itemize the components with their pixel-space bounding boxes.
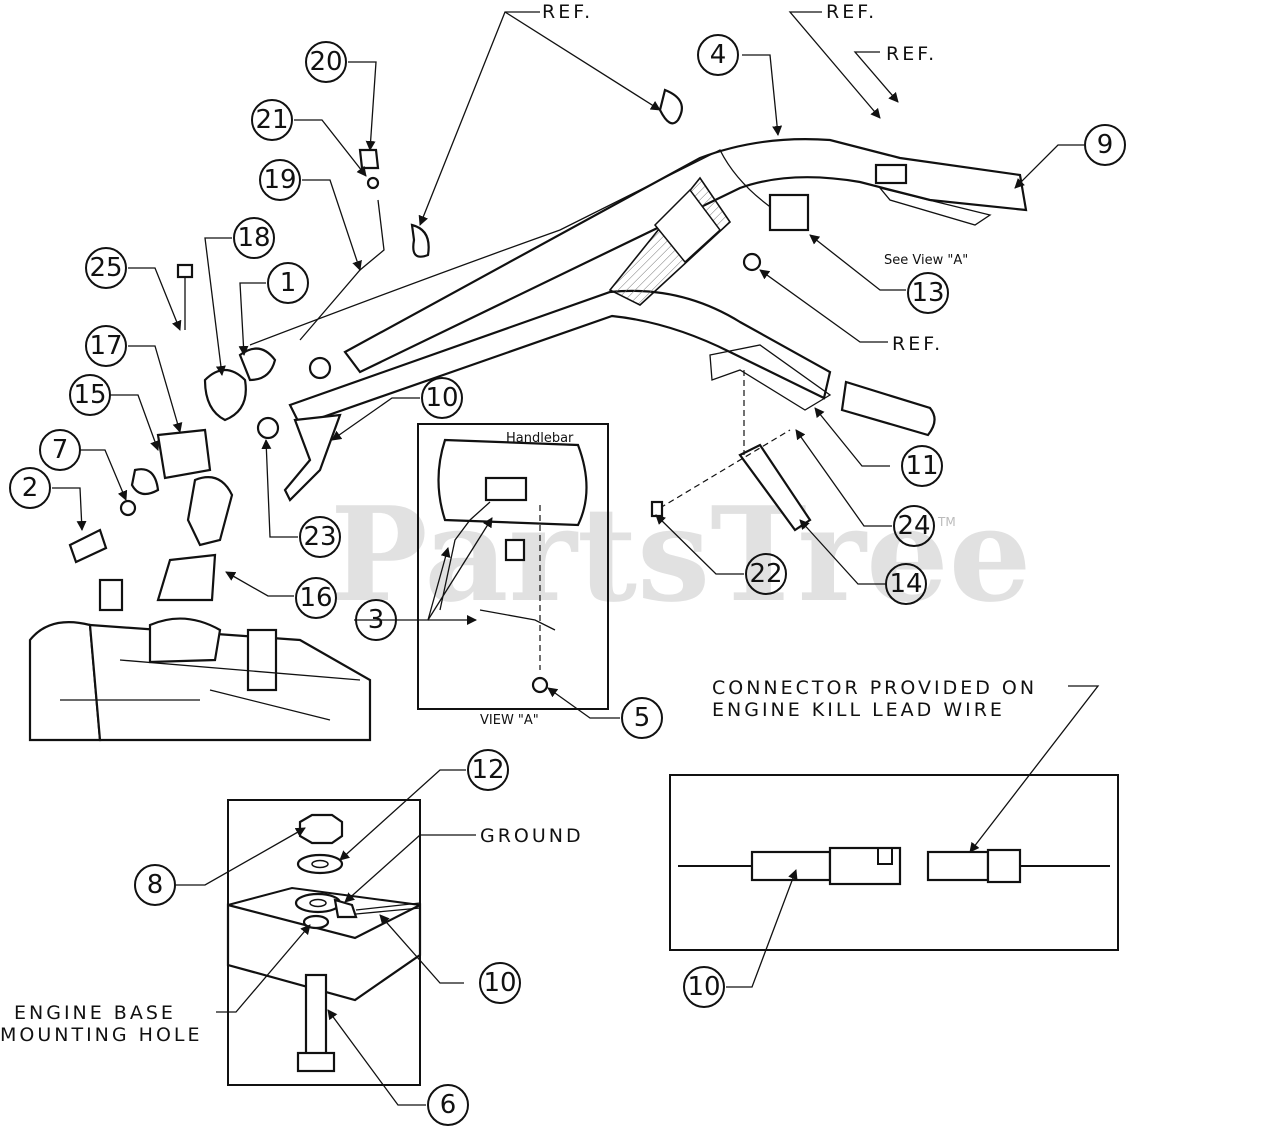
callout-2: 2	[9, 467, 51, 509]
callout-3: 3	[355, 599, 397, 641]
callout-20-text: 20	[309, 47, 342, 77]
callout-13-text: 13	[911, 278, 944, 308]
handlebar-label: Handlebar	[506, 431, 574, 446]
callout-9: 9	[1084, 124, 1126, 166]
callout-17: 17	[85, 325, 127, 367]
callout-15-text: 15	[73, 380, 106, 410]
callout-22-text: 22	[749, 559, 782, 589]
callout-1: 1	[267, 262, 309, 304]
connector-label-line2: ENGINE KILL LEAD WIRE	[712, 699, 1005, 721]
engine-base-label-line2: MOUNTING HOLE	[0, 1024, 203, 1046]
see-view-a-label: See View "A"	[884, 253, 968, 268]
callout-25: 25	[85, 247, 127, 289]
callout-3-text: 3	[368, 605, 385, 635]
callout-19: 19	[259, 159, 301, 201]
callout-12: 12	[467, 749, 509, 791]
callout-8-text: 8	[147, 870, 164, 900]
callout-16-text: 16	[299, 583, 332, 613]
ground-label: GROUND	[480, 825, 584, 847]
callout-20: 20	[305, 41, 347, 83]
callout-18: 18	[233, 217, 275, 259]
connector-label-line1: CONNECTOR PROVIDED ON	[712, 677, 1037, 699]
callout-10-a: 10	[421, 377, 463, 419]
callout-6: 6	[427, 1084, 469, 1126]
callout-14-text: 14	[889, 569, 922, 599]
callout-7-text: 7	[52, 435, 69, 465]
callout-10-a-text: 10	[425, 383, 458, 413]
callout-10-b-text: 10	[483, 968, 516, 998]
callout-4-text: 4	[710, 40, 727, 70]
callout-8: 8	[134, 864, 176, 906]
ref-label-2: REF.	[826, 1, 877, 23]
callout-22: 22	[745, 553, 787, 595]
callout-4: 4	[697, 34, 739, 76]
ground-detail	[226, 799, 422, 1086]
engine-illustration	[28, 578, 372, 742]
callout-10-b: 10	[479, 962, 521, 1004]
callout-25-text: 25	[89, 253, 122, 283]
leader-lines	[52, 11, 1100, 1106]
callout-5: 5	[621, 697, 663, 739]
connector-detail	[669, 774, 1119, 951]
callout-23: 23	[299, 516, 341, 558]
ref-label-3: REF.	[886, 43, 937, 65]
view-a-detail: Handlebar VIEW "A"	[417, 423, 609, 728]
throttle-linkage-illustration	[68, 88, 683, 602]
callout-13: 13	[907, 272, 949, 314]
callout-1-text: 1	[280, 268, 297, 298]
ref-label-4: REF.	[892, 333, 943, 355]
callout-7: 7	[39, 429, 81, 471]
callout-19-text: 19	[263, 165, 296, 195]
callout-10-c-text: 10	[687, 972, 720, 1002]
trademark-text: TM	[937, 515, 956, 529]
callout-12-text: 12	[471, 755, 504, 785]
callout-16: 16	[295, 577, 337, 619]
engine-base-label-line1: ENGINE BASE	[14, 1002, 176, 1024]
callout-11: 11	[901, 445, 943, 487]
callout-24: 24	[893, 505, 935, 547]
callout-17-text: 17	[89, 331, 122, 361]
callout-2-text: 2	[22, 473, 39, 503]
callout-6-text: 6	[440, 1090, 457, 1120]
callout-23-text: 23	[303, 522, 336, 552]
callout-14: 14	[885, 563, 927, 605]
callout-9-text: 9	[1097, 130, 1114, 160]
handlebar-illustration	[249, 138, 1028, 532]
callout-5-text: 5	[634, 703, 651, 733]
ref-label-1: REF.	[542, 1, 593, 23]
view-a-label: VIEW "A"	[480, 713, 539, 728]
callout-24-text: 24	[897, 511, 930, 541]
callout-15: 15	[69, 374, 111, 416]
callout-11-text: 11	[905, 451, 938, 481]
callout-21: 21	[251, 99, 293, 141]
callout-18-text: 18	[237, 223, 270, 253]
callout-21-text: 21	[255, 105, 288, 135]
callout-10-c: 10	[683, 966, 725, 1008]
